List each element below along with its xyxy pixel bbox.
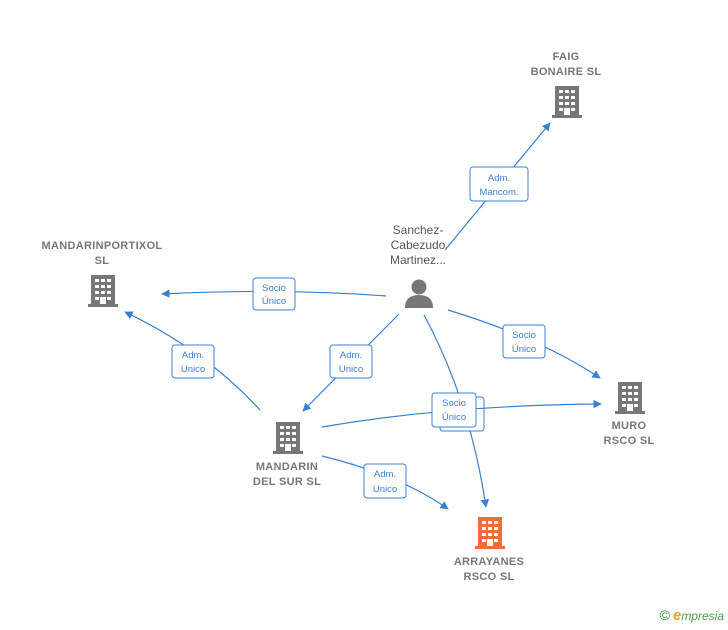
building-icon xyxy=(615,382,645,414)
edge-label-line: Unico xyxy=(373,484,397,495)
node-label-line: DEL SUR SL xyxy=(253,476,321,488)
building-icon xyxy=(475,517,505,549)
person-label-line: Cabezudo xyxy=(391,238,446,252)
node-arrayanes-rsco[interactable]: ARRAYANES RSCO SL xyxy=(454,517,524,583)
edge-mandarin-mandarinportixol[interactable]: Adm. Unico xyxy=(124,311,261,411)
edge-label-line: Unico xyxy=(181,364,205,375)
node-label-line: MURO xyxy=(612,420,647,432)
edge-label-line: Adm. xyxy=(340,350,362,361)
edge-label-line: Socio xyxy=(442,398,466,409)
edge-person-mandarinportixol[interactable]: Socio Único xyxy=(161,277,387,311)
person-icon xyxy=(405,279,433,308)
node-label-line: ARRAYANES xyxy=(454,556,524,568)
edge-label-line: Único xyxy=(512,344,536,355)
edge-mandarin-arrayanes[interactable]: Adm. Unico xyxy=(321,455,449,510)
brand-logo-letter: e xyxy=(672,607,682,624)
edge-person-mandarin[interactable]: Adm. Unico xyxy=(302,313,400,412)
edge-label-line: Mancom. xyxy=(479,187,518,198)
edge-person-faig[interactable]: Adm. Mancom. xyxy=(444,122,551,251)
edges-layer: Adm. Mancom. Socio Único Adm. Unico Soci… xyxy=(124,122,602,510)
node-label-line: RSCO SL xyxy=(464,571,515,583)
nodes-layer: FAIG BONAIRE SL MANDARINPORTIXOL SL Sanc… xyxy=(42,51,655,583)
building-icon xyxy=(88,275,118,307)
node-label-line: MANDARIN xyxy=(256,461,318,473)
edge-label-line: Socio xyxy=(262,283,286,294)
brand-name: mpresia xyxy=(681,609,724,623)
edge-label-line: Adm. xyxy=(374,469,396,480)
edge-label-line: Único xyxy=(262,296,286,307)
node-label-line: RSCO SL xyxy=(604,435,655,447)
copyright-icon: © xyxy=(659,607,670,623)
edge-mandarin-muro[interactable]: Socio Único xyxy=(321,392,602,428)
building-icon xyxy=(273,422,303,454)
edge-label-line: Unico xyxy=(339,364,363,375)
person-label-line: Martinez... xyxy=(390,253,446,267)
node-mandarinportixol[interactable]: MANDARINPORTIXOL SL xyxy=(42,240,163,307)
node-mandarin-del-sur[interactable]: MANDARIN DEL SUR SL xyxy=(253,422,321,488)
building-icon xyxy=(552,86,582,118)
edge-label-line: Socio xyxy=(512,330,536,341)
node-label-line: MANDARINPORTIXOL xyxy=(42,240,163,252)
node-person[interactable]: Sanchez- Cabezudo Martinez... xyxy=(390,223,446,308)
node-label-line: BONAIRE SL xyxy=(531,66,602,78)
node-label-line: FAIG xyxy=(553,51,580,63)
edge-label-line: Único xyxy=(442,412,466,423)
node-muro-rsco[interactable]: MURO RSCO SL xyxy=(604,382,655,447)
node-faig-bonaire[interactable]: FAIG BONAIRE SL xyxy=(531,51,602,118)
node-label-line: SL xyxy=(95,255,110,267)
edge-person-muro[interactable]: Socio Único xyxy=(447,309,601,379)
footer-brand: ©empresia xyxy=(660,607,724,624)
edge-label-line: Adm. xyxy=(182,350,204,361)
person-label-line: Sanchez- xyxy=(393,223,444,237)
edge-label-line: Adm. xyxy=(488,173,510,184)
